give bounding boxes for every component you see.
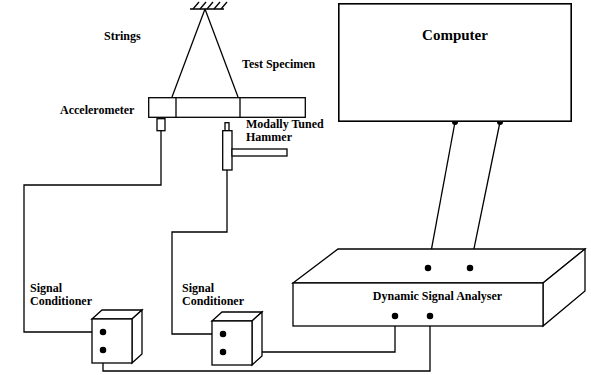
signal-cable	[172, 170, 227, 334]
ceiling-hatch	[221, 2, 227, 9]
node-label: Test Specimen	[242, 58, 332, 71]
accelerometer: Accelerometer	[58, 104, 170, 140]
ceiling-hatch	[200, 2, 206, 9]
node-label: Modally Tuned Hammer	[246, 118, 332, 144]
ceiling-hatch	[214, 2, 220, 9]
node-label: Accelerometer	[60, 104, 152, 117]
node-label: Signal Conditioner	[30, 282, 96, 308]
slab-outline	[290, 246, 588, 330]
node-label: Signal Conditioner	[182, 282, 248, 308]
signal-conditioner: Signal Conditioner	[180, 282, 270, 370]
node-label: Dynamic Signal Analyser	[330, 290, 545, 303]
bar-outline	[148, 97, 306, 118]
cond-outline	[90, 304, 145, 366]
string	[172, 9, 205, 97]
node-label: Computer	[338, 27, 572, 43]
signal-analyser: Dynamic Signal Analyser	[290, 246, 588, 330]
signal-conditioner: Signal Conditioner	[30, 282, 150, 368]
ceiling-hatch	[207, 2, 213, 9]
cond-outline	[210, 306, 265, 368]
signal-cable	[470, 122, 500, 268]
impact-hammer: Modally Tuned Hammer	[218, 118, 334, 176]
part-label: Strings	[104, 30, 141, 43]
box-outline	[338, 3, 572, 122]
signal-cable	[428, 122, 455, 268]
computer-box: Computer	[338, 3, 574, 122]
signal-cable	[24, 140, 161, 332]
specimen-bar: Test Specimen	[148, 58, 334, 118]
ceiling-hatch	[193, 2, 199, 9]
string	[205, 9, 238, 97]
sensor-outline	[156, 118, 166, 140]
